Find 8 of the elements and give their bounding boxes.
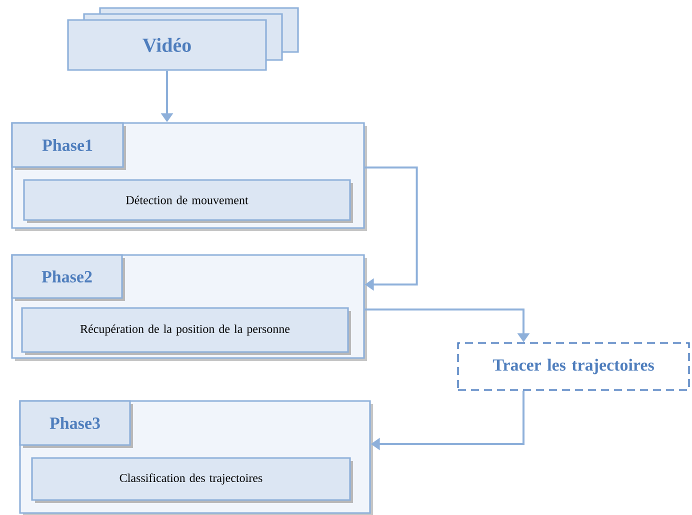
phase-tab: Phase3 [19, 400, 133, 448]
phase-tab: Phase2 [11, 254, 125, 301]
arrow [364, 166, 418, 291]
phase-tab: Phase1 [11, 122, 126, 170]
step-box: Récupération de la position de la personne [21, 307, 351, 355]
step-box: Détection de mouvement [23, 179, 353, 223]
step-box: Classification des trajectoires [31, 457, 353, 503]
dashed-box: Tracer les trajectoires [457, 342, 690, 391]
